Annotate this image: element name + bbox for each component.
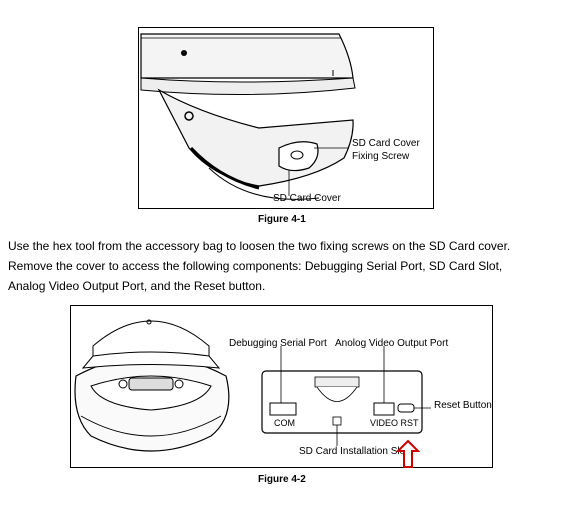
paragraph-line-2: Remove the cover to access the following… bbox=[8, 259, 503, 273]
label-port-com: COM bbox=[274, 418, 295, 428]
label-port-video-rst: VIDEO RST bbox=[370, 418, 419, 428]
label-analog-video-output-port: Anolog Video Output Port bbox=[335, 338, 449, 349]
label-sd-card-installation-slot: SD Card Installation Slot bbox=[299, 446, 408, 457]
label-sd-card-cover: SD Card Cover bbox=[273, 193, 341, 204]
label-sd-card-cover-fixing-screw-line2: Fixing Screw bbox=[352, 151, 410, 162]
label-sd-card-cover-fixing-screw-line1: SD Card Cover bbox=[352, 138, 420, 149]
label-debugging-serial-port: Debugging Serial Port bbox=[229, 338, 327, 349]
label-reset-button: Reset Button bbox=[434, 400, 492, 411]
figure-4-1-diagram: SD Card Cover Fixing Screw SD Card Cover bbox=[138, 27, 434, 209]
paragraph-line-1: Use the hex tool from the accessory bag … bbox=[8, 239, 511, 253]
dome-camera-drawing bbox=[140, 33, 356, 200]
instruction-paragraph: Use the hex tool from the accessory bag … bbox=[8, 236, 579, 296]
paragraph-line-3: Analog Video Output Port, and the Reset … bbox=[8, 279, 266, 293]
figure-4-2-caption: Figure 4-2 bbox=[258, 474, 306, 485]
figure-4-1-caption: Figure 4-1 bbox=[258, 214, 306, 225]
figure-4-2-diagram: Debugging Serial Port Anolog Video Outpu… bbox=[70, 305, 493, 468]
camera-base-ports-drawing bbox=[74, 319, 431, 452]
